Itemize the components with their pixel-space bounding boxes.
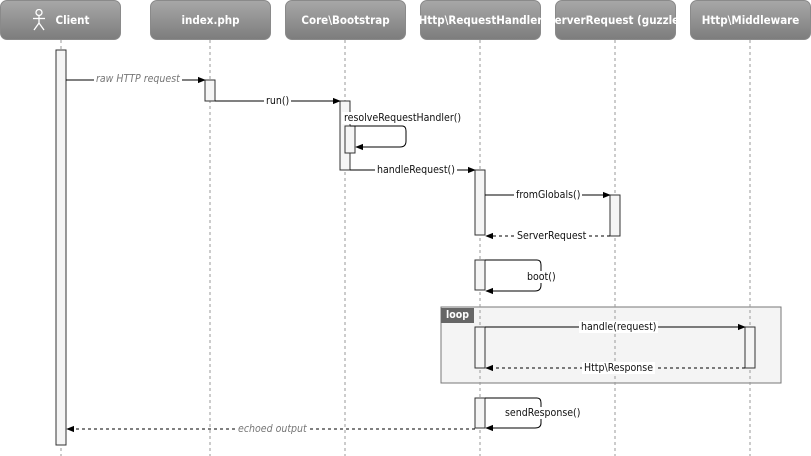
activation-server-request xyxy=(609,194,621,237)
participant-index-label: index.php xyxy=(181,13,240,27)
activation-client xyxy=(55,49,67,446)
participant-middleware: Http\Middleware xyxy=(690,0,811,40)
participant-bootstrap-label: Core\Bootstrap xyxy=(301,13,390,27)
activation-middleware xyxy=(744,326,756,369)
label-run: run() xyxy=(264,95,292,107)
participant-request-handler-label: Http\RequestHandler xyxy=(418,13,543,27)
activation-bootstrap-nested xyxy=(344,125,356,154)
label-handle-request: handleRequest() xyxy=(375,164,457,176)
stick-figure-actor-icon xyxy=(33,9,46,31)
activation-handler-loop xyxy=(474,326,486,369)
activation-handler-boot xyxy=(474,259,486,291)
label-server-request-return: ServerRequest xyxy=(515,230,589,242)
activation-handler-1 xyxy=(474,169,486,236)
arrow-resolve-request-handler xyxy=(350,125,407,151)
label-boot: boot() xyxy=(525,271,558,283)
label-resolve-request-handler: resolveRequestHandler() xyxy=(342,112,464,124)
loop-tag: loop xyxy=(441,308,474,323)
activation-index xyxy=(204,79,216,102)
participant-index-php: index.php xyxy=(150,0,271,40)
label-http-response: Http\Response xyxy=(582,362,656,374)
label-raw-http-request: raw HTTP request xyxy=(94,73,182,85)
participant-server-request: ServerRequest (guzzle) xyxy=(547,0,684,40)
participant-middleware-label: Http\Middleware xyxy=(701,13,800,27)
participant-server-request-label: ServerRequest (guzzle) xyxy=(547,13,684,27)
label-handle-request-call: handle(request) xyxy=(579,321,659,333)
participant-client: Client xyxy=(0,0,121,40)
participant-request-handler: Http\RequestHandler xyxy=(418,0,543,40)
participant-core-bootstrap: Core\Bootstrap xyxy=(285,0,406,40)
label-from-globals: fromGlobals() xyxy=(514,189,583,201)
activation-handler-send xyxy=(474,397,486,429)
participant-client-label: Client xyxy=(55,13,90,27)
label-send-response: sendResponse() xyxy=(503,407,583,419)
label-echoed-output: echoed output xyxy=(236,423,309,435)
